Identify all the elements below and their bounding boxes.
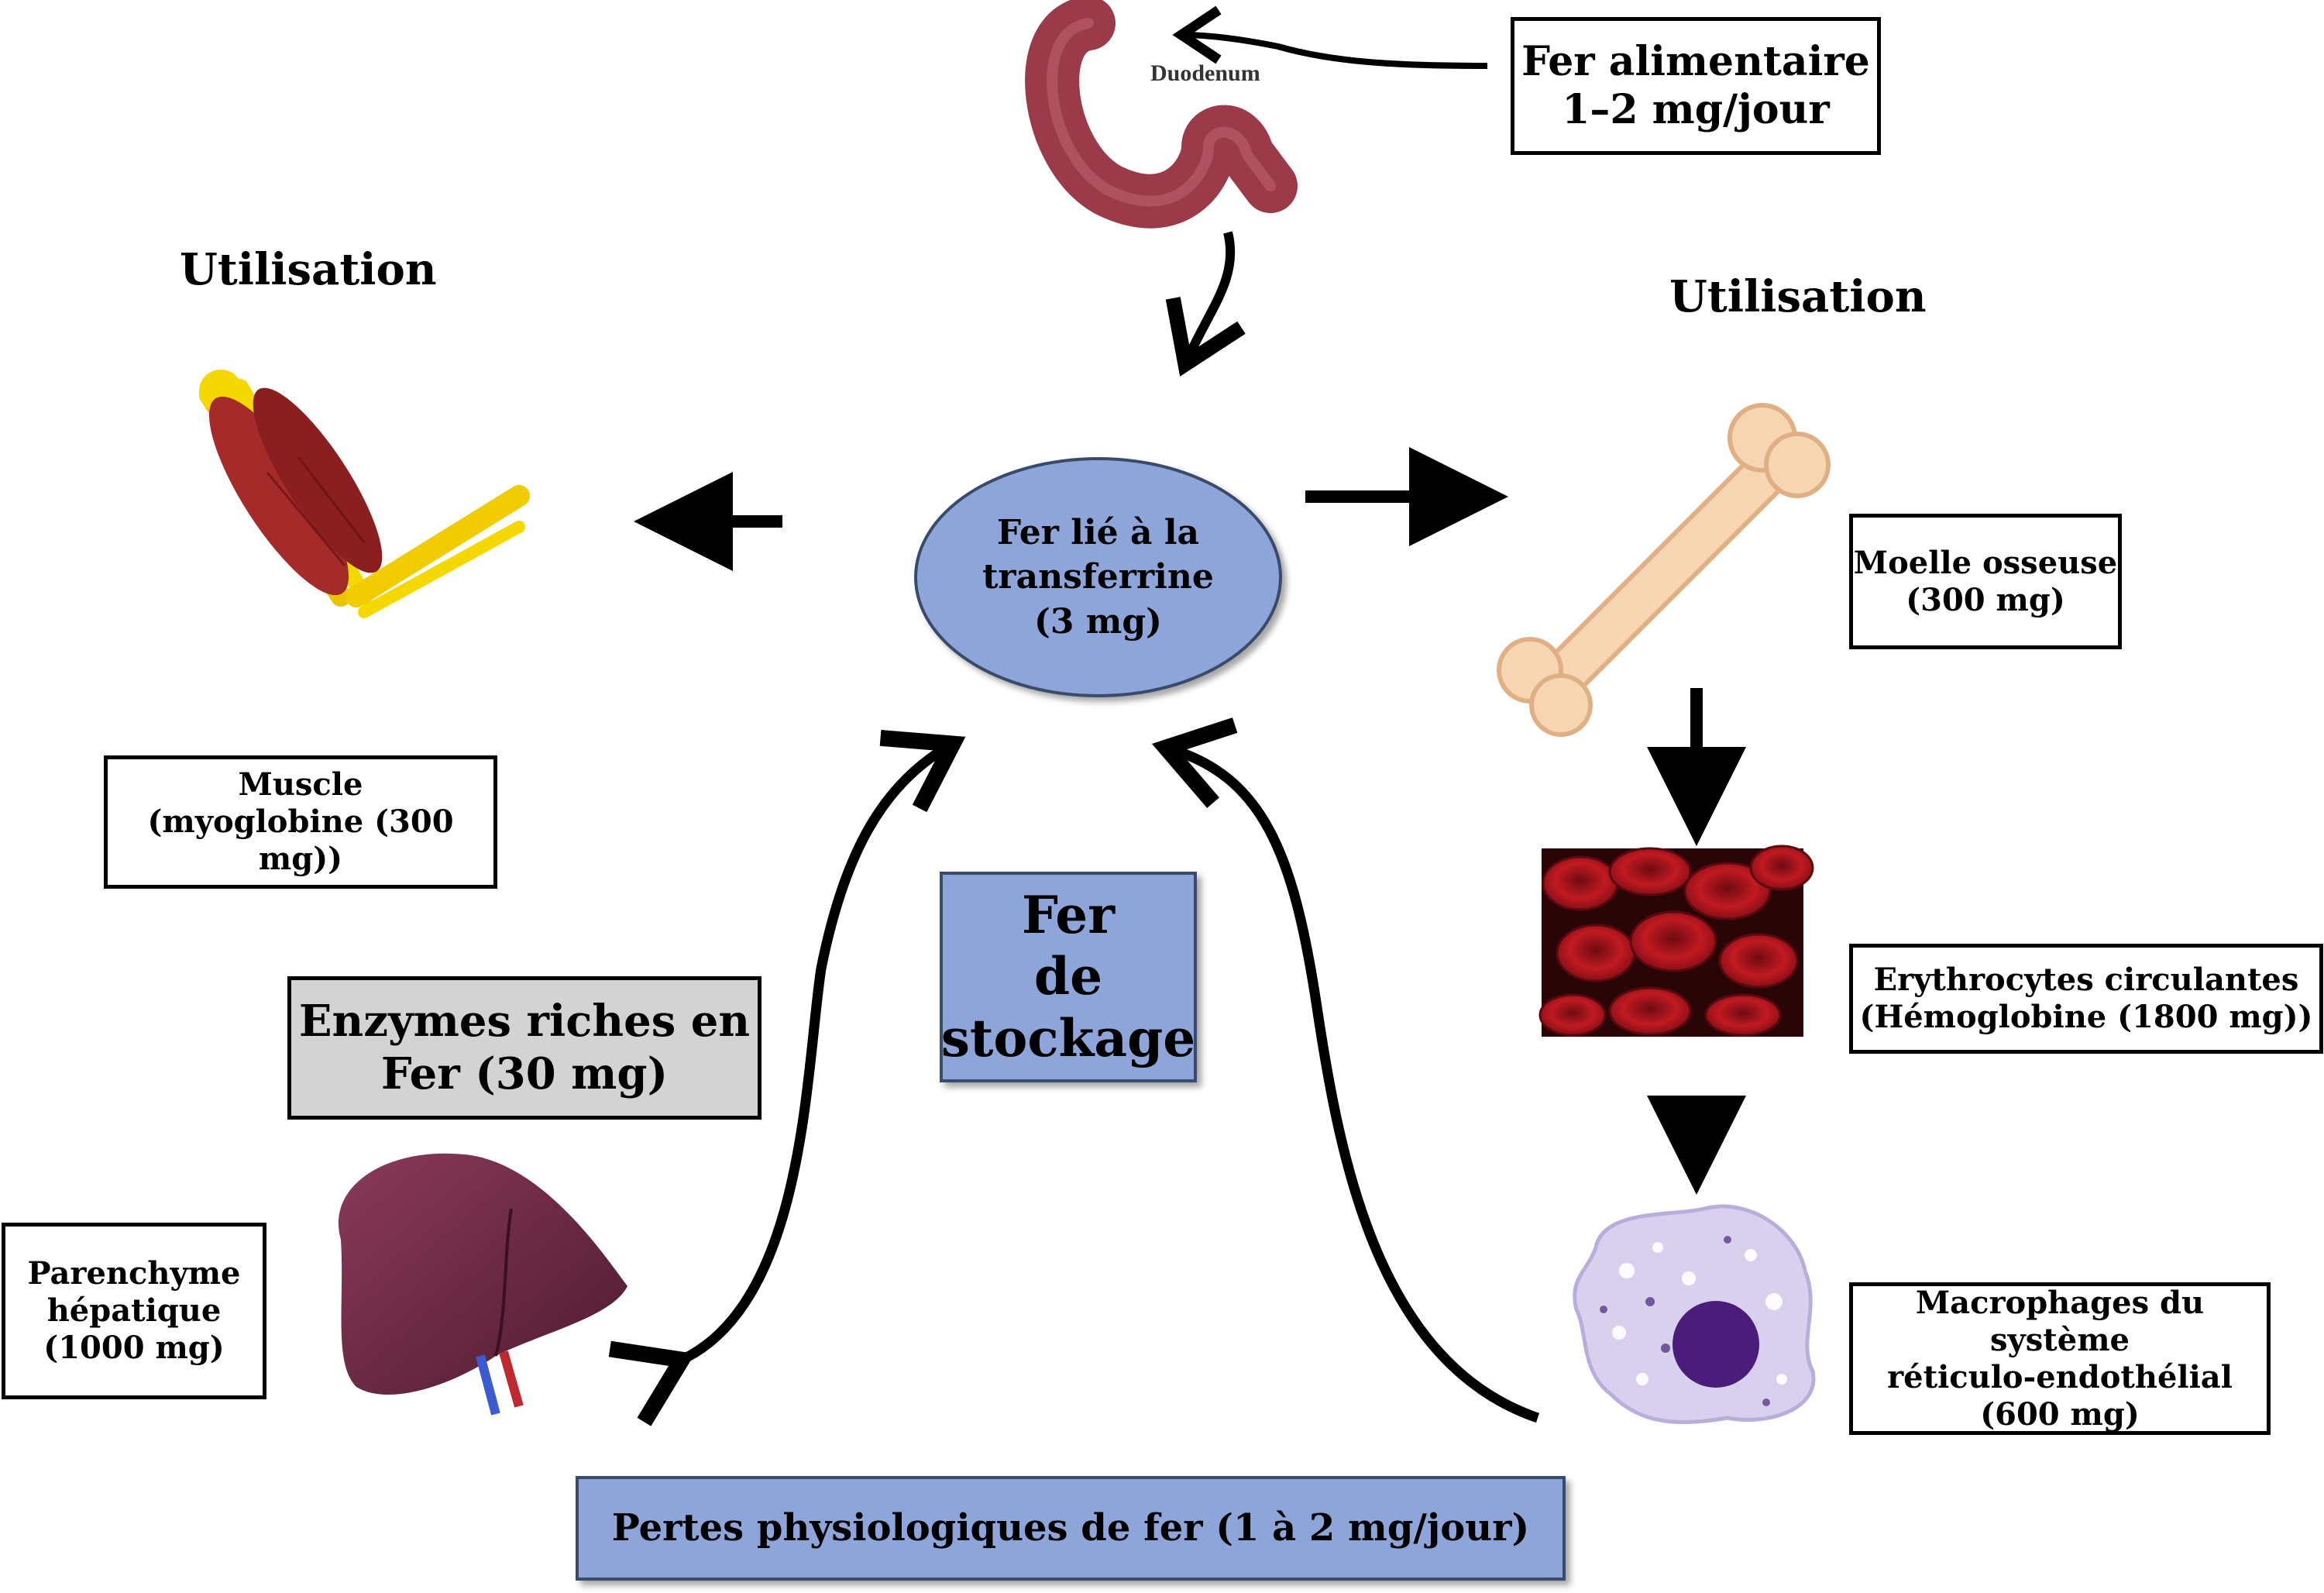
arrow-duodenum-to-transferrin bbox=[1165, 231, 1246, 377]
arrow-macrophages-to-transferrin bbox=[1151, 717, 1540, 1423]
muscle-arm-icon bbox=[199, 370, 530, 618]
heading-left-utilisation: Utilisation bbox=[180, 244, 437, 295]
transferrin-node: Fer lié à la transferrine (3 mg) bbox=[914, 457, 1282, 697]
arrow-diet-to-duodenum bbox=[1172, 5, 1488, 69]
storage-iron-box: Fer de stockage bbox=[940, 872, 1197, 1082]
macrophage-icon bbox=[1573, 1204, 1816, 1425]
physiological-losses-box: Pertes physiologiques de fer (1 à 2 mg/j… bbox=[576, 1476, 1566, 1581]
macrophages-box: Macrophages du système réticulo-endothél… bbox=[1849, 1282, 2271, 1435]
duodenum-label: Duodenum bbox=[1150, 60, 1260, 86]
enzymes-box: Enzymes riches en Fer (30 mg) bbox=[287, 976, 761, 1120]
muscle-box: Muscle (myoglobine (300 mg)) bbox=[104, 755, 497, 889]
heading-right-utilisation: Utilisation bbox=[1669, 271, 1927, 322]
arrow-liver-transferrin bbox=[608, 730, 966, 1426]
red-blood-cells-icon bbox=[1538, 845, 1814, 1037]
duodenum-icon bbox=[1025, 0, 1298, 229]
dietary-iron-box: Fer alimentaire 1–2 mg/jour bbox=[1511, 17, 1881, 155]
liver-box: Parenchyme hépatique (1000 mg) bbox=[2, 1223, 266, 1399]
liver-icon bbox=[338, 1153, 627, 1416]
bone-icon bbox=[1497, 403, 1831, 737]
bone-marrow-box: Moelle osseuse (300 mg) bbox=[1849, 514, 2122, 649]
erythrocytes-box: Erythrocytes circulantes (Hémoglobine (1… bbox=[1849, 944, 2323, 1054]
